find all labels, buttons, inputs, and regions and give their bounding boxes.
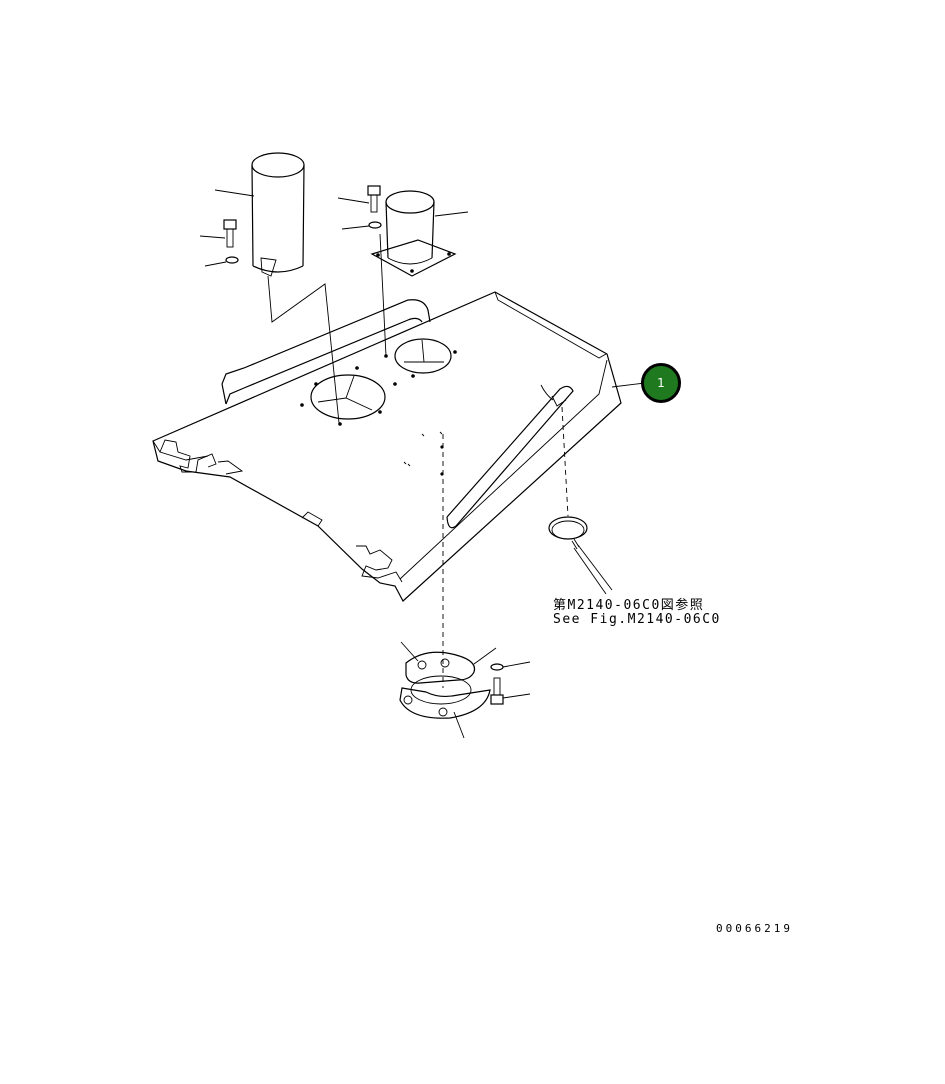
short-cylinder-part: [370, 190, 469, 277]
reference-note-en: See Fig.M2140-06C0: [553, 612, 721, 627]
assembly-line-short-cylinder: [379, 233, 387, 357]
hose-clamp-part: [548, 406, 613, 595]
drawing-number: 00066219: [716, 922, 793, 935]
callout-leader-line: [611, 382, 646, 388]
washer-right: [341, 221, 382, 230]
bolt-bottom: [490, 677, 531, 705]
washer-bottom: [490, 661, 531, 671]
cover-plate: [152, 291, 622, 602]
washer-left: [204, 256, 239, 267]
tall-cylinder-part: [214, 152, 305, 277]
part-callout-badge[interactable]: 1: [641, 363, 681, 403]
reference-note-ja: 第M2140-06C0図参照: [553, 598, 705, 613]
assembly-line-tall-cylinder: [267, 275, 340, 424]
bolt-right: [337, 185, 381, 213]
callout-number: 1: [657, 376, 665, 390]
split-flange-part: [399, 641, 497, 739]
bolt-left: [199, 219, 237, 248]
